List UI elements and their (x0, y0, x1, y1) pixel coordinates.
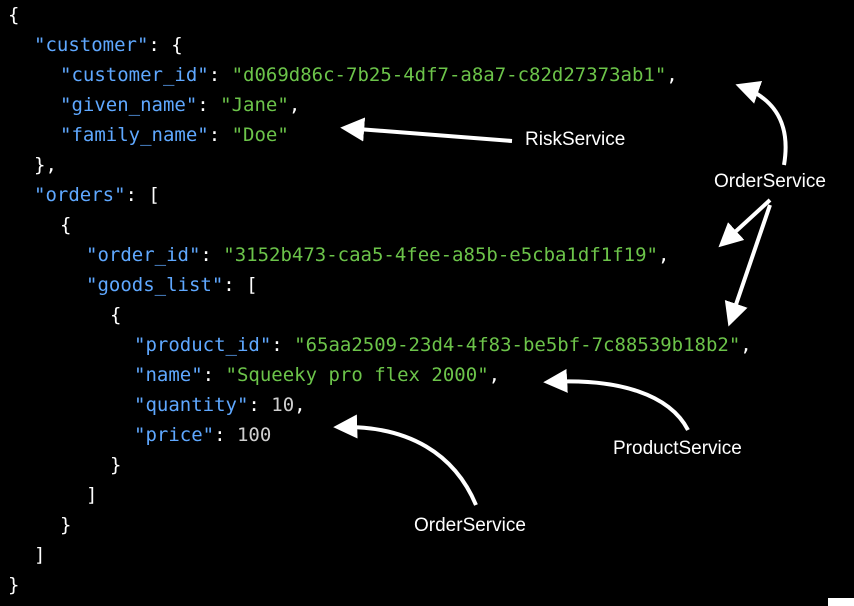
goods-list-close: ] (86, 484, 98, 506)
customer-punc: : { (148, 34, 183, 56)
code-line-root-close: } (8, 570, 19, 600)
orders-key: "orders" (34, 184, 126, 206)
arrow-order-to-price (333, 414, 478, 506)
arrow-order-to-product-id (724, 204, 772, 327)
code-line-price: "price": 100 (134, 420, 271, 450)
code-line-customer-close: }, (34, 150, 57, 180)
customer-id-colon: : (208, 64, 232, 86)
given-name-comma: , (288, 94, 301, 116)
name-value: "Squeeky pro flex 2000" (225, 364, 489, 386)
customer-close: }, (34, 154, 57, 176)
code-line-family-name: "family_name": "Doe" (60, 120, 289, 150)
customer-id-comma: , (666, 64, 678, 86)
risk-service-label: RiskService (525, 129, 626, 150)
arrow-order-to-customer-id (735, 81, 788, 166)
quantity-key: "quantity" (134, 394, 249, 416)
code-line-goods-list-close: ] (86, 480, 97, 510)
customer-id-key: "customer_id" (60, 64, 209, 86)
arrow-risk-to-family-name (340, 117, 513, 143)
code-line-goods-close: } (110, 450, 121, 480)
goods-list-punc: : [ (223, 274, 258, 296)
quantity-comma: , (294, 394, 306, 416)
code-line-goods-list: "goods_list": [ (86, 270, 258, 300)
order-id-value: "3152b473-caa5-4fee-a85b-e5cba1df1f19" (223, 244, 658, 266)
order-id-colon: : (200, 244, 224, 266)
code-line-name: "name": "Squeeky pro flex 2000", (134, 360, 500, 390)
code-line-quantity: "quantity": 10, (134, 390, 306, 420)
order-service-bottom-label: OrderService (414, 515, 526, 536)
arrow-order-to-order-id (718, 198, 772, 248)
orders-close: ] (34, 544, 46, 566)
family-name-value: "Doe" (231, 124, 289, 146)
orders-punc: : [ (125, 184, 160, 206)
code-line-order-close: } (60, 510, 71, 540)
goods-open: { (110, 304, 122, 326)
family-name-key: "family_name" (60, 124, 209, 146)
customer-key: "customer" (34, 34, 149, 56)
quantity-value: 10 (271, 394, 295, 416)
code-line-product-id: "product_id": "65aa2509-23d4-4f83-be5bf-… (134, 330, 752, 360)
code-line-goods-open: { (110, 300, 121, 330)
order-service-top-label: OrderService (714, 171, 826, 192)
order-id-comma: , (657, 244, 670, 266)
product-id-colon: : (271, 334, 295, 356)
price-colon: : (214, 424, 237, 446)
code-line-order-id: "order_id": "3152b473-caa5-4fee-a85b-e5c… (86, 240, 669, 270)
code-line-customer-id: "customer_id": "d069d86c-7b25-4df7-a8a7-… (60, 60, 678, 90)
code-line-root-open: { (8, 0, 19, 30)
order-close: } (60, 514, 72, 536)
customer-id-value: "d069d86c-7b25-4df7-a8a7-c82d27373ab1" (231, 64, 667, 86)
goods-close: } (110, 454, 122, 476)
given-name-value: "Jane" (220, 94, 289, 116)
brace-open: { (8, 4, 20, 26)
name-colon: : (202, 364, 226, 386)
name-comma: , (488, 364, 501, 386)
product-service-label: ProductService (613, 438, 742, 459)
family-name-colon: : (208, 124, 232, 146)
corner-marker (828, 598, 854, 606)
product-id-value: "65aa2509-23d4-4f83-be5bf-7c88539b18b2" (294, 334, 741, 356)
quantity-colon: : (248, 394, 272, 416)
code-line-orders: "orders": [ (34, 180, 160, 210)
order-open: { (60, 214, 72, 236)
code-line-customer: "customer": { (34, 30, 183, 60)
product-id-key: "product_id" (134, 334, 272, 356)
code-line-order-open: { (60, 210, 71, 240)
name-key: "name" (134, 364, 203, 386)
code-line-given-name: "given_name": "Jane", (60, 90, 300, 120)
price-key: "price" (134, 424, 215, 446)
product-id-comma: , (740, 334, 752, 356)
given-name-colon: : (197, 94, 221, 116)
root-close: } (8, 574, 20, 596)
arrow-product-to-name (543, 368, 690, 431)
order-id-key: "order_id" (86, 244, 201, 266)
price-value: 100 (236, 424, 272, 446)
given-name-key: "given_name" (60, 94, 198, 116)
goods-list-key: "goods_list" (86, 274, 224, 296)
code-line-orders-close: ] (34, 540, 45, 570)
